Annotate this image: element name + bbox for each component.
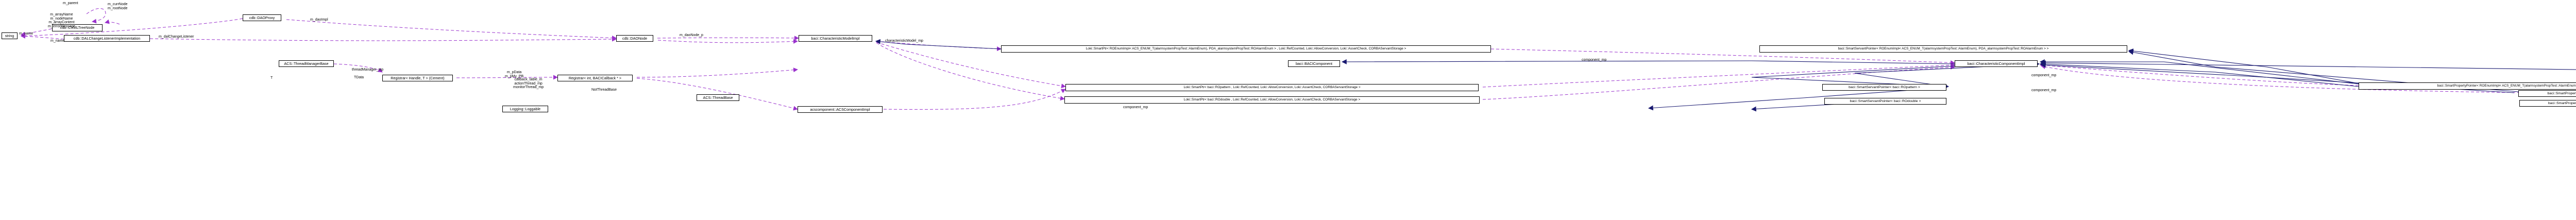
class-node-registrar_baci[interactable]: Registrar< int, BACICallback * > [557,75,633,81]
edge-label-characteristicmodel_mp: characteristicModel_mp [885,39,923,43]
class-node-smartservant_rodouble[interactable]: baci::SmartServantPointer< baci::ROdoubl… [1824,98,1946,105]
edge-label-threadmanager_mp: threadManager_mp [352,68,384,72]
edge-label-component_mp_3: component_mp [2031,89,2057,92]
edge-label-m_dalchangelistener: m_dalChangeListener [159,35,194,39]
class-node-smartproperty_roenum[interactable]: baci::SmartPropertyPointer< ROEnumImpl< … [2359,82,2576,90]
class-node-cxmltreenode[interactable]: cdb::CXMLTreeNode [52,24,103,31]
edge-label-m_name_2: m_name [50,39,65,43]
class-node-logging_loggable[interactable]: Logging::Loggable [502,106,548,112]
edge-label-callback: callback_table_m actionThread_mp monitor… [513,78,544,90]
edge-label-notthreadbase: NotThreadBase [591,88,617,92]
class-node-charcomponentimpl[interactable]: baci::CharacteristicComponentImpl [1955,60,2038,67]
edge-label-m_currnode: m_currNode m_rootNode [108,3,128,10]
edge-label-t: T [270,76,273,80]
class-node-bacicomponent[interactable]: baci::BACIComponent [1288,60,1340,67]
edge-label-m_name_1: m_name [19,32,33,36]
edge-label-m_attrs: m_arrayName m_nodeName m_arrayContent m_… [48,13,75,28]
class-node-daoproxy[interactable]: cdb::DAOProxy [243,14,281,21]
edge-label-m_pdata: m_pData m_pMy_PB [505,71,524,78]
edge-label-tdata: TData [354,76,364,79]
usage-edges [21,8,2576,111]
edge-label-component_mp_1: component_mp [1582,58,1607,62]
class-node-loki_rodouble[interactable]: Loki::SmartPtr< baci::ROpattern , Loki::… [1065,84,1479,91]
edge-label-m_daonode_p: m_daoNode_p [680,33,703,37]
edge-label-component_mp_4: component_mp [1123,106,1148,109]
class-node-dalchangelistener[interactable]: cdb::DALChangeListenerImplementation [64,35,150,42]
class-node-registrar_handle[interactable]: Registrar< Handle, T > (Cement) [382,75,453,81]
class-node-daonode[interactable]: cdb::DAONode [616,35,653,42]
class-node-loki_roenum[interactable]: Loki::SmartPtr< ROEnumImpl< ACS_ENUM_T(a… [1001,45,1491,53]
class-node-smartproperty_rodouble[interactable]: baci::SmartPropertyPointer< baci::ROdoub… [2519,100,2576,107]
class-node-smartservant_roenum[interactable]: baci::SmartServantPointer< ROEnumImpl< A… [1759,45,2127,53]
class-node-charmodelimpl[interactable]: baci::CharacteristicModelImpl [799,35,872,42]
class-node-loki_ropattern[interactable]: Loki::SmartPtr< baci::ROdouble , Loki::R… [1064,96,1480,104]
edge-label-component_mp_2: component_mp [2031,74,2057,77]
class-node-acscomponent[interactable]: acscomponent::ACSComponentImpl [798,106,883,113]
class-node-smartservant_ropattern[interactable]: baci::SmartServantPointer< baci::ROpatte… [1822,84,1946,91]
edge-label-m_daoimpl: m_daoImpl [310,18,328,22]
edge-label-m_parent: m_parent [63,2,78,5]
class-node-string[interactable]: string [2,32,18,39]
class-node-acs_thread[interactable]: ACS::ThreadBase [697,94,739,101]
class-node-threadmanagerbase[interactable]: ACS::ThreadManagerBase [279,60,334,67]
class-node-smartproperty_ropattern[interactable]: baci::SmartPropertyPointer< baci::ROpatt… [2518,90,2576,97]
